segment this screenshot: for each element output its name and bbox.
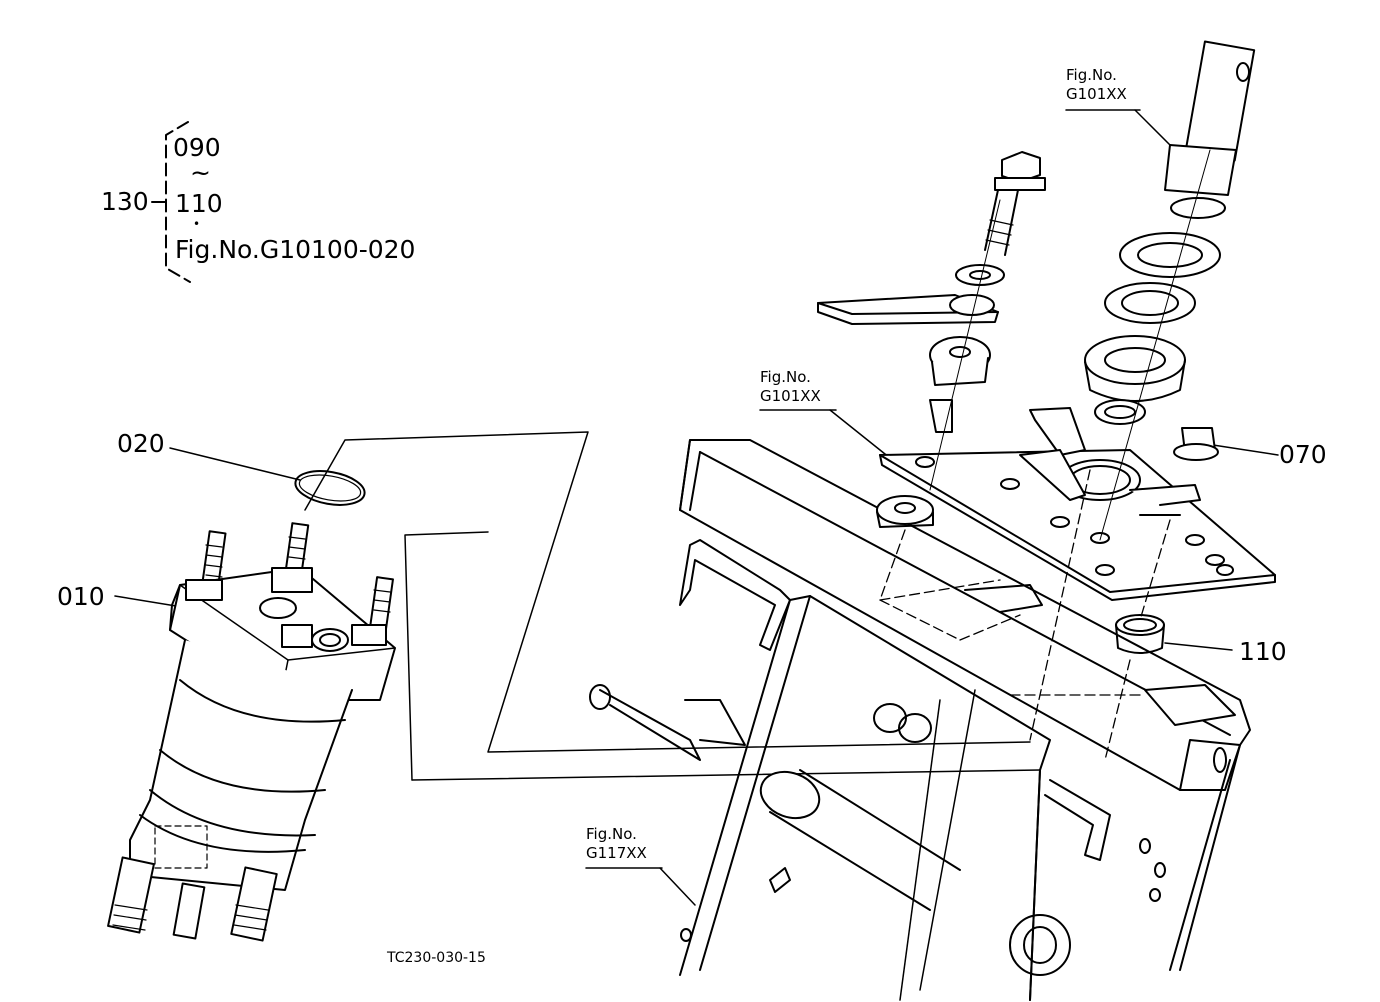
part-label-070: 070 xyxy=(1279,440,1327,469)
corner-bracket xyxy=(1145,685,1235,725)
leader-lines xyxy=(115,110,1278,905)
figure-ref-line2: G101XX xyxy=(760,387,821,405)
bracket-parent-number: 130 xyxy=(101,187,149,216)
part-label-020: 020 xyxy=(117,429,165,458)
bracket-range-start: 090 xyxy=(173,133,221,162)
solenoid-assembly-010 xyxy=(108,523,395,940)
bracket-figure-ref: Fig.No.G10100-020 xyxy=(175,235,416,264)
figure-ref-line1: Fig.No. xyxy=(1066,66,1117,84)
figure-ref-top-right: Fig.No. G101XX xyxy=(1066,66,1127,104)
bracket-range-separator: ~ xyxy=(190,158,211,187)
part-label-010: 010 xyxy=(57,582,105,611)
figure-ref-line2: G101XX xyxy=(1066,85,1127,103)
part-label-110: 110 xyxy=(1239,637,1287,666)
figure-ref-mid: Fig.No. G101XX xyxy=(760,368,821,406)
figure-ref-line1: Fig.No. xyxy=(760,368,811,386)
bracket-range-end: 110 xyxy=(175,189,223,218)
mounting-plate xyxy=(880,408,1275,600)
assembly-guide-lines xyxy=(305,432,1040,780)
main-frame xyxy=(590,440,1250,1000)
figure-ref-bottom: Fig.No. G117XX xyxy=(586,825,647,863)
bracket-dot: • xyxy=(193,217,201,231)
shaft-stack xyxy=(1085,41,1254,653)
drawing-code: TC230-030-15 xyxy=(387,950,486,966)
hidden-lines xyxy=(880,470,1170,760)
bolt-stack xyxy=(877,152,1045,527)
figure-ref-line2: G117XX xyxy=(586,844,647,862)
center-lines xyxy=(930,150,1210,540)
figure-ref-line1: Fig.No. xyxy=(586,825,637,843)
o-ring-020 xyxy=(293,466,367,510)
